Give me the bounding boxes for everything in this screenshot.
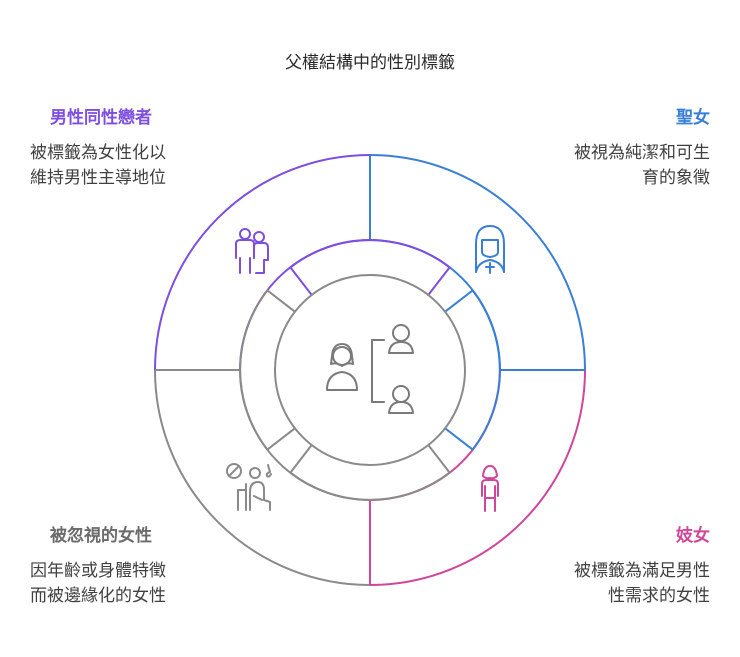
desc-line: 而被邊緣化的女性 [30,586,166,606]
quadrant-heading: 男性同性戀者 [50,108,152,128]
quadrant-text-saint-woman: 聖女 被視為純潔和可生 育的象徵 [520,107,710,191]
two-people-icon [235,228,269,274]
nun-icon [475,225,505,274]
woman-figure-icon [481,465,499,512]
quadrant-heading: 被忽視的女性 [50,526,152,546]
desc-line: 性需求的女性 [608,586,710,606]
ignored-elderly-woman-icon [226,463,272,511]
desc-line: 因年齡或身體特徵 [30,561,166,581]
quadrant-heading: 妓女 [676,526,710,546]
quadrant-description: 因年齡或身體特徵 而被邊緣化的女性 [30,559,220,609]
outer-arc-top-right [369,154,586,371]
outer-arc-bottom-left [154,369,371,586]
quadrant-description: 被視為純潔和可生 育的象徵 [520,141,710,191]
desc-line: 被標籤為女性化以 [30,143,166,163]
page-title: 父權結構中的性別標籤 [285,53,455,73]
quadrant-description: 被標籤為滿足男性 性需求的女性 [520,559,710,609]
desc-line: 育的象徵 [642,168,710,188]
quadrant-description: 被標籤為女性化以 維持男性主導地位 [30,141,220,191]
quadrant-text-ignored-women: 被忽視的女性 因年齡或身體特徵 而被邊緣化的女性 [30,525,220,609]
center-circle [274,274,466,466]
outer-arc-top-left [154,154,371,371]
woman-to-men-hierarchy-icon [326,324,414,414]
desc-line: 被標籤為滿足男性 [574,561,710,581]
outer-arc-bottom-right [369,369,586,586]
quadrant-heading: 聖女 [676,108,710,128]
desc-line: 維持男性主導地位 [30,168,166,188]
desc-line: 被視為純潔和可生 [574,143,710,163]
quadrant-text-gay-men: 男性同性戀者 被標籤為女性化以 維持男性主導地位 [30,107,220,191]
quadrant-text-prostitute: 妓女 被標籤為滿足男性 性需求的女性 [520,525,710,609]
